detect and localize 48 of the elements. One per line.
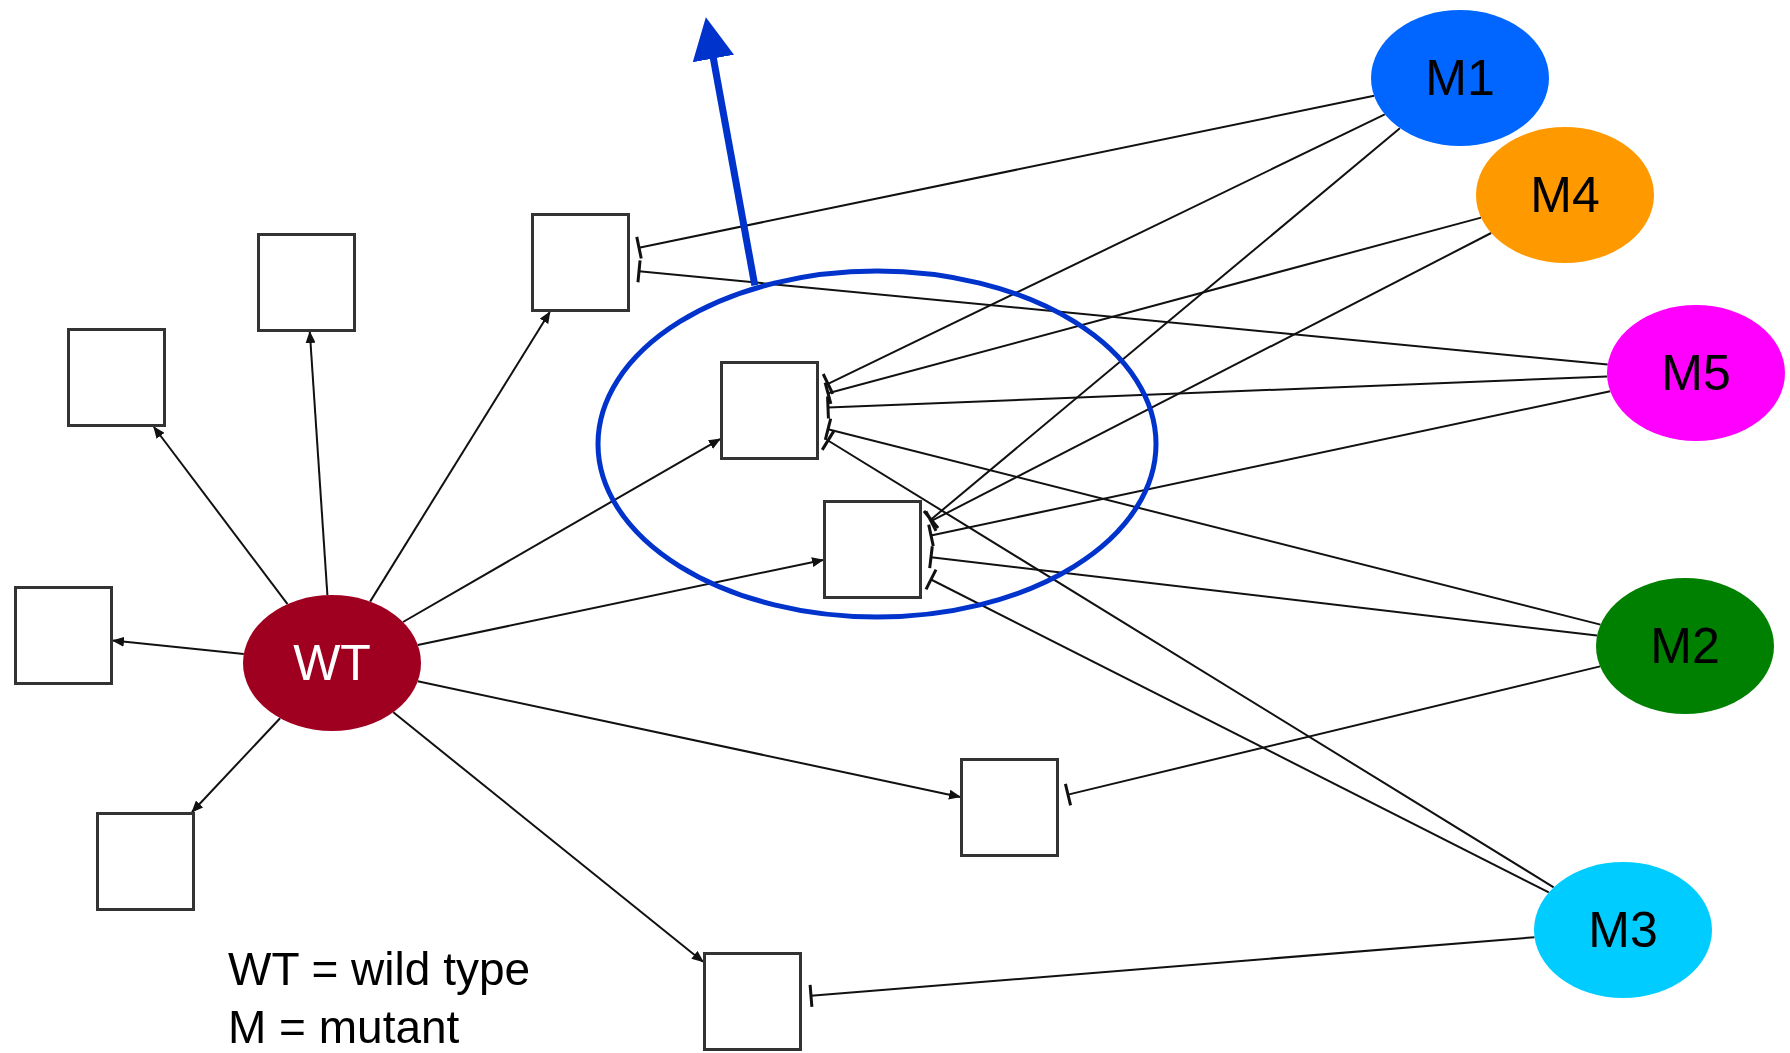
- arrow: [191, 717, 282, 813]
- empty-box: [703, 952, 802, 1051]
- empty-box: [67, 328, 166, 427]
- node-label: M5: [1661, 344, 1731, 402]
- arrow: [416, 680, 961, 800]
- arrow: [392, 711, 704, 963]
- group-ellipse: [595, 268, 1159, 620]
- note-text: M = mutant: [228, 1000, 460, 1053]
- inhibition-line: [922, 127, 1401, 530]
- inhibition-line: [924, 568, 1550, 894]
- inhibition-line: [636, 258, 1609, 366]
- ellipse-node: [1476, 127, 1654, 263]
- node-label: M1: [1425, 49, 1495, 107]
- empty-box: [720, 361, 819, 460]
- arrow: [402, 438, 721, 623]
- empty-box: [14, 586, 113, 685]
- note-text: WT = wild type: [228, 942, 531, 997]
- node-label: WT: [293, 634, 371, 692]
- arrow: [416, 557, 824, 646]
- empty-box: [823, 500, 922, 599]
- node-label: M3: [1588, 901, 1658, 959]
- inhibition-line: [821, 113, 1386, 396]
- ellipse-node: [1534, 862, 1712, 998]
- inhibition-line: [924, 232, 1493, 533]
- node-label: M2: [1650, 617, 1720, 675]
- node-label: M4: [1530, 166, 1600, 224]
- empty-box: [531, 213, 630, 312]
- arrow: [305, 331, 329, 597]
- ellipse-node: [243, 595, 421, 731]
- inhibition-line: [808, 936, 1536, 1009]
- inhibition-line: [1063, 665, 1602, 807]
- thick-arrow: [692, 17, 759, 287]
- inhibition-line: [826, 375, 1609, 420]
- empty-box: [257, 233, 356, 332]
- inhibition-line: [928, 544, 1598, 637]
- empty-box: [960, 758, 1059, 857]
- inhibition-line: [635, 94, 1376, 260]
- inhibition-line: [927, 390, 1612, 548]
- inhibition-line: [823, 417, 1602, 626]
- arrow: [152, 426, 289, 606]
- inhibition-line: [823, 216, 1483, 406]
- ellipse-node: [1371, 10, 1549, 146]
- arrow: [369, 311, 551, 603]
- ellipse-node: [1607, 305, 1785, 441]
- arrow: [112, 636, 245, 655]
- ellipse-node: [1596, 578, 1774, 714]
- inhibition-line: [820, 429, 1555, 889]
- empty-box: [96, 812, 195, 911]
